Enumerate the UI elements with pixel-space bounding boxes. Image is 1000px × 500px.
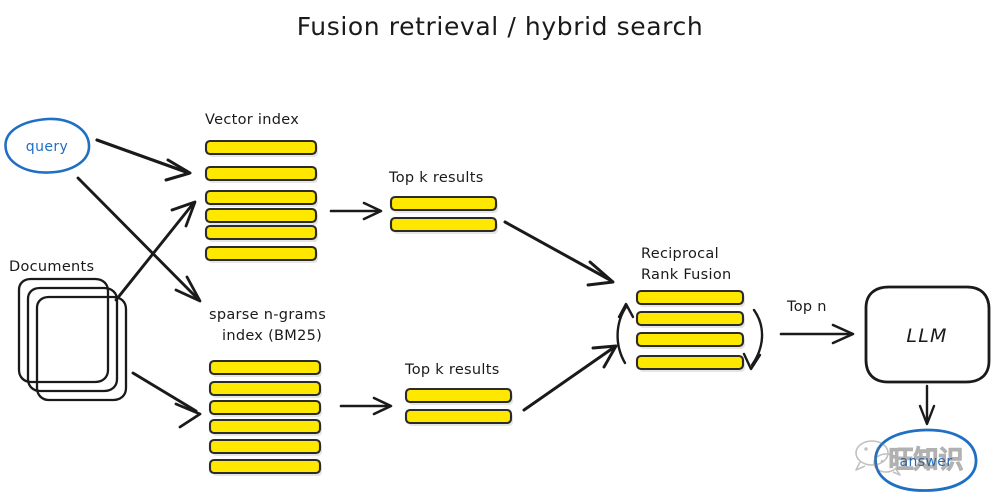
edge-query-to-vector: [95, 138, 192, 182]
vector-bar-3: [204, 189, 318, 206]
rrf-label-line1: Reciprocal: [641, 246, 719, 262]
sparse-bar-4: [208, 418, 322, 435]
vector-index-bars: [204, 139, 318, 263]
sparse-bar-1: [208, 359, 322, 376]
vector-bar-2: [204, 165, 318, 182]
sparse-index-bars: [208, 359, 322, 476]
query-ellipse: [4, 117, 91, 174]
llm-label: LLM: [906, 325, 947, 347]
watermark: 旺知识: [855, 440, 964, 476]
sparse-bar-3: [208, 399, 322, 416]
node-query[interactable]: query: [4, 117, 91, 174]
vector-bar-5: [204, 224, 318, 241]
query-label: query: [26, 139, 68, 155]
node-answer[interactable]: answer: [874, 428, 978, 492]
sparse-bar-6: [208, 458, 322, 475]
vector-bar-6: [204, 245, 318, 262]
rrf-bar-1: [635, 289, 745, 306]
documents-label: Documents: [9, 259, 94, 275]
rrf-rerank-arrow-left: [616, 302, 635, 365]
documents-sheet-2: [26, 286, 119, 393]
node-documents[interactable]: [17, 277, 128, 402]
sparse-bar-5: [208, 438, 322, 455]
vector-index-label: Vector index: [205, 112, 299, 128]
rrf-bar-4: [635, 354, 745, 371]
edge-rrf-to-llm: [779, 323, 855, 345]
answer-ellipse: [874, 428, 978, 492]
vector-bar-4: [204, 207, 318, 224]
edge-sparse-to-topk: [339, 396, 393, 416]
sparse-index-label-line1: sparse n-grams: [209, 307, 326, 323]
edge-query-to-sparse: [76, 176, 202, 303]
topk-sparse-label: Top k results: [404, 362, 500, 378]
rrf-bars: [635, 289, 745, 372]
rrf-bar-2: [635, 310, 745, 327]
wechat-icon: [855, 440, 901, 476]
documents-sheet-3: [35, 295, 128, 402]
edge-documents-to-sparse: [131, 371, 202, 429]
topk-vector-bars: [389, 195, 498, 234]
rrf-rerank-arrow-right: [742, 308, 764, 371]
vector-bar-1: [204, 139, 318, 156]
rrf-bar-3: [635, 331, 745, 348]
edge-llm-to-answer: [918, 384, 936, 426]
node-llm[interactable]: LLM: [864, 285, 991, 384]
topk-sparse-bar-1: [404, 387, 513, 404]
topk-vector-label: Top k results: [388, 170, 484, 186]
watermark-text: 旺知识: [888, 445, 963, 474]
edge-vector-to-topk: [329, 201, 383, 221]
rrf-label-line2: Rank Fusion: [641, 267, 732, 283]
topk-sparse-bar-2: [404, 408, 513, 425]
diagram-title: Fusion retrieval / hybrid search: [297, 12, 704, 41]
documents-sheet-1: [17, 277, 110, 384]
edge-topkvector-to-rrf: [503, 220, 615, 287]
topk-vector-bar-2: [389, 216, 498, 233]
edge-documents-to-vector: [114, 200, 197, 302]
edge-topksparse-to-rrf: [522, 344, 618, 412]
topk-vector-bar-1: [389, 195, 498, 212]
sparse-index-label-line2: index (BM25): [222, 328, 322, 344]
sparse-bar-2: [208, 380, 322, 397]
top-n-label: Top n: [786, 299, 827, 315]
topk-sparse-bars: [404, 387, 513, 426]
llm-box: [864, 285, 991, 384]
answer-label: answer: [900, 454, 953, 470]
